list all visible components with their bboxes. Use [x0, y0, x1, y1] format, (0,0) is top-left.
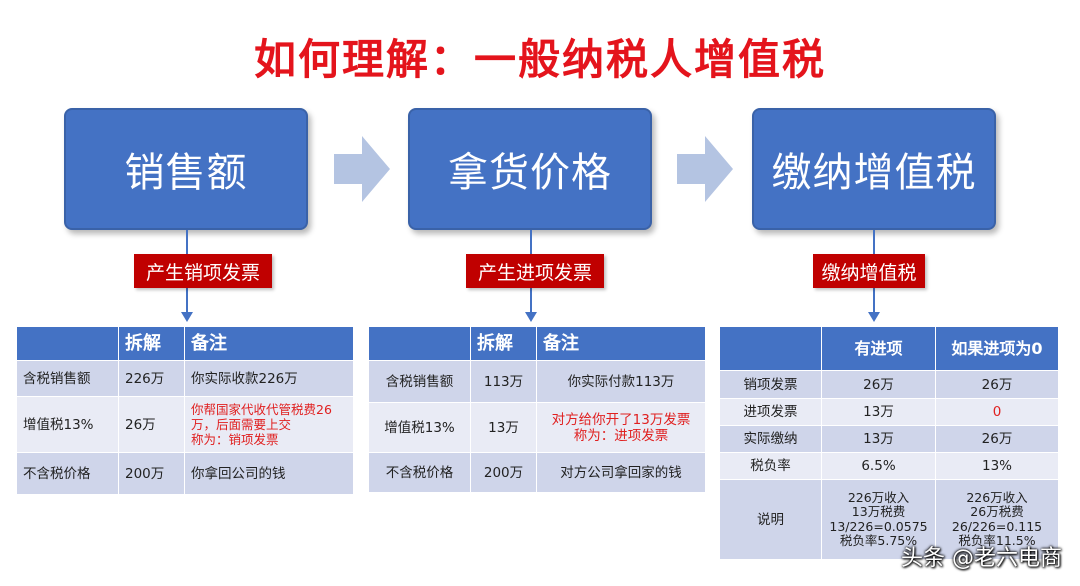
watermark-text: 头条 @老六电商 [901, 546, 1062, 571]
row-note: 你实际付款113万 [536, 360, 706, 403]
row-note: 你帮国家代收代管税费26万，后面需要上交 称为：销项发票 [184, 396, 354, 453]
row-amount: 13万 [470, 402, 537, 453]
row-value: 26万 [935, 425, 1059, 453]
row-label: 含税销售额 [16, 360, 119, 397]
tag-pay-vat: 缴纳增值税 [813, 254, 925, 288]
row-label: 增值税13% [16, 396, 119, 453]
table-row: 增值税13% 26万 你帮国家代收代管税费26万，后面需要上交 称为：销项发票 [16, 396, 354, 453]
table-header-row: 拆解 备注 [368, 326, 706, 361]
table-row: 不含税价格 200万 你拿回公司的钱 [16, 452, 354, 495]
header-cell: 拆解 [470, 326, 537, 361]
tag-output-invoice: 产生销项发票 [134, 254, 272, 288]
row-label: 增值税13% [368, 402, 471, 453]
row-amount: 200万 [470, 452, 537, 493]
table-header-row: 有进项 如果进项为0 [719, 326, 1059, 371]
step-box-sales: 销售额 [64, 108, 308, 230]
step-label-pay-vat: 缴纳增值税 [771, 150, 977, 196]
table-row: 销项发票 26万 26万 [719, 370, 1059, 399]
row-amount: 113万 [470, 360, 537, 403]
header-cell: 如果进项为0 [935, 326, 1059, 371]
table-row: 不含税价格 200万 对方公司拿回家的钱 [368, 452, 706, 493]
table-row: 实际缴纳 13万 26万 [719, 425, 1059, 453]
row-amount: 26万 [118, 396, 185, 453]
row-value: 6.5% [821, 452, 936, 480]
row-label: 说明 [719, 479, 822, 560]
row-amount: 200万 [118, 452, 185, 495]
row-amount: 226万 [118, 360, 185, 397]
table-row: 含税销售额 226万 你实际收款226万 [16, 360, 354, 397]
step-box-pay-vat: 缴纳增值税 [752, 108, 996, 230]
row-value: 13% [935, 452, 1059, 480]
row-note: 对方公司拿回家的钱 [536, 452, 706, 493]
row-value: 13万 [821, 398, 936, 426]
table-row: 税负率 6.5% 13% [719, 452, 1059, 480]
row-label: 不含税价格 [16, 452, 119, 495]
vat-payment-table: 有进项 如果进项为0 销项发票 26万 26万 进项发票 13万 0 实际缴纳 … [719, 326, 1059, 560]
row-value: 26万 [821, 370, 936, 399]
row-value: 0 [935, 398, 1059, 426]
row-value: 26万 [935, 370, 1059, 399]
right-arrow-icon [334, 136, 390, 202]
down-arrow-icon [525, 312, 537, 322]
row-label: 实际缴纳 [719, 425, 822, 453]
row-label: 含税销售额 [368, 360, 471, 403]
header-cell [368, 326, 471, 361]
page-title: 如何理解：一般纳税人增值税 [253, 35, 826, 84]
sales-breakdown-table: 拆解 备注 含税销售额 226万 你实际收款226万 增值税13% 26万 你帮… [16, 326, 354, 495]
tag-input-invoice: 产生进项发票 [466, 254, 604, 288]
row-note: 你实际收款226万 [184, 360, 354, 397]
purchase-breakdown-table: 拆解 备注 含税销售额 113万 你实际付款113万 增值税13% 13万 对方… [368, 326, 706, 493]
table-row: 说明 226万收入 13万税费 13/226=0.0575 税负率5.75% 2… [719, 479, 1059, 560]
header-cell: 拆解 [118, 326, 185, 361]
table-row: 进项发票 13万 0 [719, 398, 1059, 426]
step-box-purchase-price: 拿货价格 [408, 108, 652, 230]
row-label: 不含税价格 [368, 452, 471, 493]
right-arrow-icon [677, 136, 733, 202]
row-label: 销项发票 [719, 370, 822, 399]
header-cell [719, 326, 822, 371]
header-cell: 有进项 [821, 326, 936, 371]
header-cell: 备注 [184, 326, 354, 361]
step-label-purchase-price: 拿货价格 [448, 150, 612, 196]
row-note: 对方给你开了13万发票 称为：进项发票 [536, 402, 706, 453]
row-label: 进项发票 [719, 398, 822, 426]
row-value: 13万 [821, 425, 936, 453]
table-row: 增值税13% 13万 对方给你开了13万发票 称为：进项发票 [368, 402, 706, 453]
header-cell [16, 326, 119, 361]
table-row: 含税销售额 113万 你实际付款113万 [368, 360, 706, 403]
down-arrow-icon [868, 312, 880, 322]
step-label-sales: 销售额 [124, 150, 248, 196]
row-label: 税负率 [719, 452, 822, 480]
row-explanation: 226万收入 26万税费 26/226=0.115 税负率11.5% [935, 479, 1059, 560]
down-arrow-icon [181, 312, 193, 322]
header-cell: 备注 [536, 326, 706, 361]
row-explanation: 226万收入 13万税费 13/226=0.0575 税负率5.75% [821, 479, 936, 560]
table-header-row: 拆解 备注 [16, 326, 354, 361]
row-note: 你拿回公司的钱 [184, 452, 354, 495]
